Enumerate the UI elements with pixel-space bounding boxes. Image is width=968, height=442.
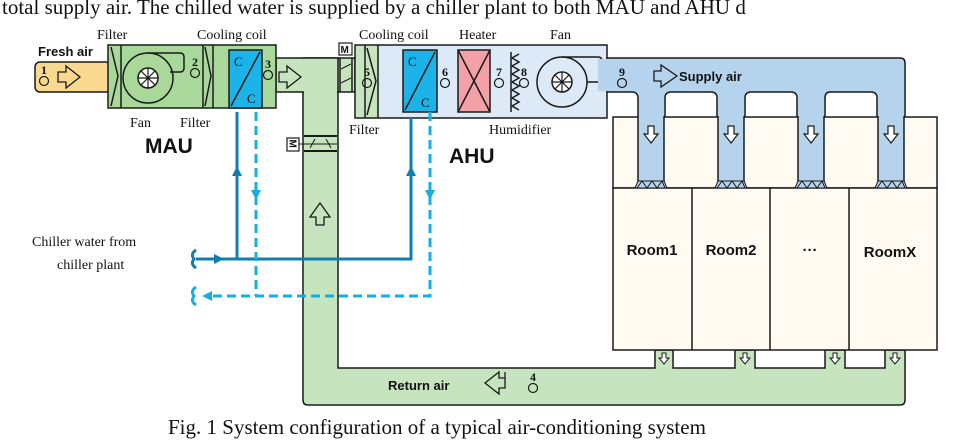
state-point-2: 2 bbox=[189, 55, 201, 79]
svg-text:C: C bbox=[247, 91, 256, 106]
room-ellipsis-label: ··· bbox=[803, 242, 818, 259]
supply-diffuser-4 bbox=[874, 179, 908, 189]
mau-fan-label: Fan bbox=[130, 116, 151, 131]
supply-diffuser-2 bbox=[714, 179, 748, 189]
chw-return-arrow-left bbox=[202, 291, 212, 301]
return-grille-arrow-icon bbox=[657, 352, 671, 365]
state-point-7: 7 bbox=[493, 65, 505, 89]
svg-text:C: C bbox=[234, 54, 243, 69]
state-point-5: 5 bbox=[361, 65, 373, 89]
state-point-1: 1 bbox=[38, 63, 50, 87]
supply-diffuser-3 bbox=[794, 179, 828, 189]
chilled-water-supply-pipe bbox=[196, 112, 413, 261]
return-grille-arrow-icon bbox=[888, 352, 902, 365]
mau-filter-2 bbox=[202, 45, 214, 108]
damper-motor-label: M bbox=[341, 45, 349, 56]
ahu-cooling-coil: C C bbox=[402, 49, 438, 113]
return-air-label: Return air bbox=[388, 378, 449, 393]
state-point-6: 6 bbox=[439, 65, 451, 89]
svg-text:3: 3 bbox=[265, 57, 271, 71]
mau-filter-1 bbox=[110, 45, 122, 108]
supply-air-arrow-icon bbox=[653, 63, 679, 89]
supply-air-label: Supply air bbox=[679, 69, 742, 84]
svg-text:5: 5 bbox=[364, 65, 370, 79]
chiller-label-line2: chiller plant bbox=[57, 258, 124, 273]
chw-arrow-up-ahu bbox=[406, 166, 416, 176]
rooms-block bbox=[612, 187, 938, 351]
chiller-label-line1: Chiller water from bbox=[32, 235, 136, 250]
state-point-8: 8 bbox=[518, 65, 530, 89]
chilled-water-return-pipe bbox=[205, 112, 432, 298]
room-x-label: RoomX bbox=[864, 244, 917, 261]
return-riser-arrow-icon bbox=[308, 201, 332, 226]
supply-diffuser-1 bbox=[634, 179, 668, 189]
ahu-title: AHU bbox=[449, 145, 495, 168]
svg-text:6: 6 bbox=[442, 65, 448, 79]
svg-text:1: 1 bbox=[41, 63, 47, 77]
svg-text:9: 9 bbox=[619, 65, 625, 79]
figure-caption: Fig. 1 System configuration of a typical… bbox=[168, 415, 706, 439]
svg-text:2: 2 bbox=[192, 55, 198, 69]
return-grille-arrow-icon bbox=[828, 352, 842, 365]
fresh-air-arrow-icon bbox=[57, 64, 82, 90]
ahu-fan-label: Fan bbox=[550, 28, 571, 43]
mau-title: MAU bbox=[145, 135, 193, 158]
supply-branch-arrow-icon bbox=[722, 125, 740, 144]
ahu-humidifier bbox=[510, 52, 521, 112]
svg-text:C: C bbox=[421, 95, 430, 110]
svg-text:M: M bbox=[287, 140, 298, 148]
state-point-9: 9 bbox=[616, 65, 628, 89]
mau-filter-label: Filter bbox=[97, 28, 128, 43]
chw-supply-break-icon bbox=[190, 248, 197, 270]
supply-air-duct bbox=[606, 57, 906, 188]
supply-branch-arrow-icon bbox=[642, 125, 660, 144]
svg-text:C: C bbox=[408, 54, 417, 69]
mau-cooling-coil-label: Cooling coil bbox=[197, 28, 267, 43]
svg-text:8: 8 bbox=[521, 65, 527, 79]
chw-return-arrow-down-mau bbox=[251, 190, 261, 200]
room-1-label: Room1 bbox=[627, 242, 678, 259]
ahu-cooling-coil-label: Cooling coil bbox=[359, 28, 429, 43]
mau-outlet-arrow-icon bbox=[278, 64, 303, 90]
damper-fresh-to-ahu: M bbox=[338, 42, 353, 92]
mau-fan bbox=[122, 52, 185, 104]
chw-return-arrow-down-ahu bbox=[425, 190, 435, 200]
state-point-3: 3 bbox=[262, 57, 274, 81]
damper-return: M bbox=[286, 135, 337, 152]
mau-cooling-coil: C C bbox=[228, 49, 263, 109]
chw-return-break-icon bbox=[190, 285, 197, 307]
chw-arrow-up-mau bbox=[232, 166, 242, 176]
ahu-filter bbox=[356, 45, 379, 118]
state-point-4: 4 bbox=[527, 370, 539, 394]
return-air-arrow-icon bbox=[483, 370, 506, 396]
supply-branch-arrow-icon bbox=[882, 125, 900, 144]
top-paragraph-text: total supply air. The chilled water is s… bbox=[2, 0, 746, 19]
ahu-humidifier-label: Humidifier bbox=[489, 123, 552, 138]
mau-filter-bottom-label: Filter bbox=[180, 116, 211, 131]
return-grille-arrow-icon bbox=[738, 352, 752, 365]
svg-text:7: 7 bbox=[496, 65, 502, 79]
chw-arrow-right bbox=[214, 254, 224, 264]
supply-branch-arrow-icon bbox=[802, 125, 820, 144]
fresh-air-label: Fresh air bbox=[38, 44, 93, 59]
ahu-heater bbox=[457, 49, 491, 113]
svg-text:4: 4 bbox=[530, 370, 536, 384]
room-2-label: Room2 bbox=[706, 242, 757, 259]
ahu-filter-label: Filter bbox=[349, 123, 380, 138]
ahu-heater-label: Heater bbox=[459, 28, 497, 43]
